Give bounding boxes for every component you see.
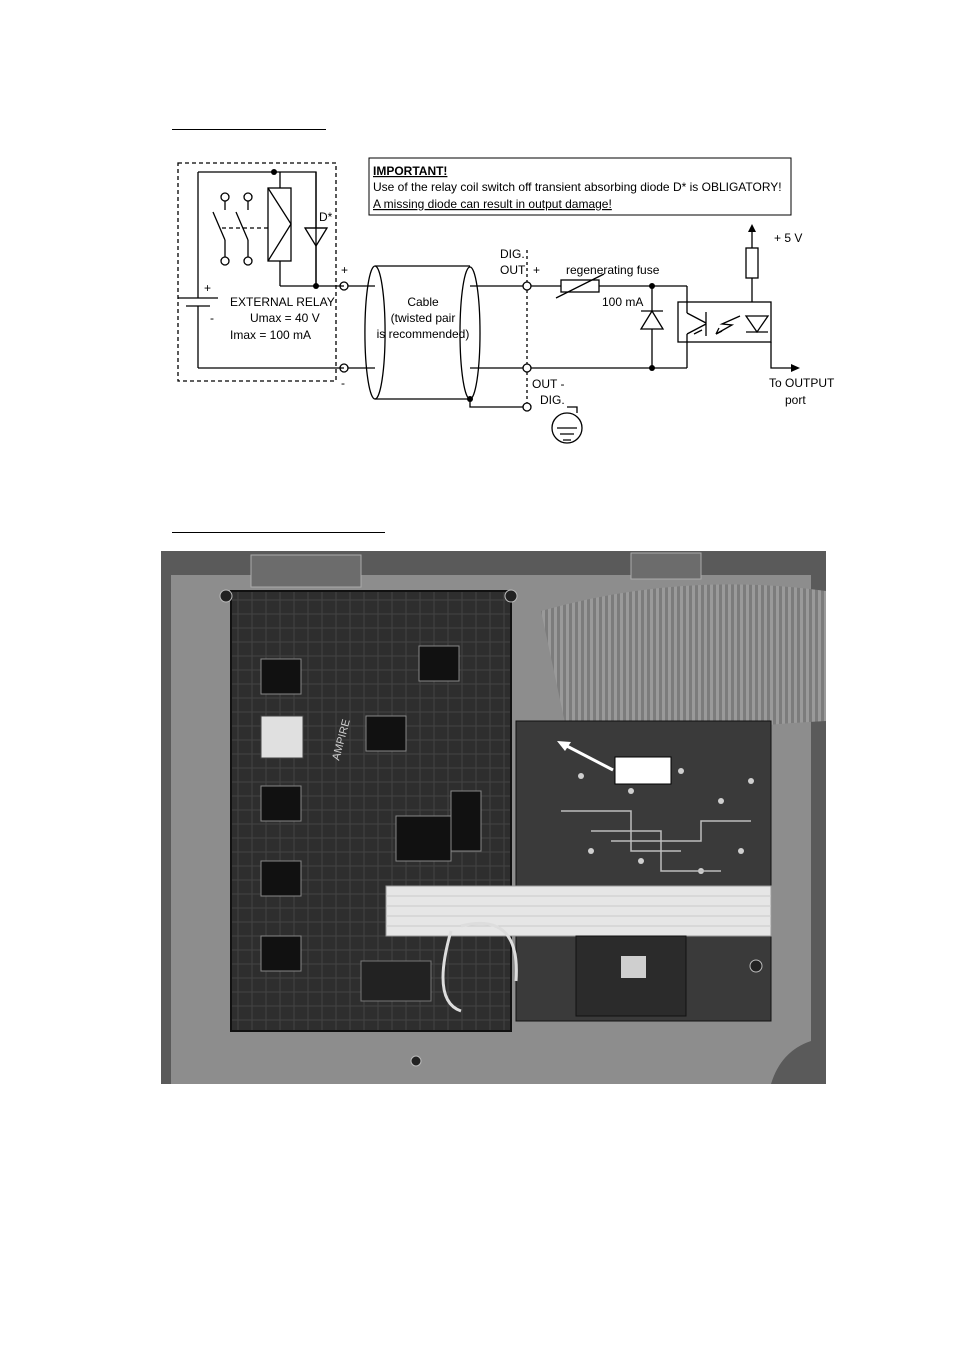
chip-3 xyxy=(365,715,407,752)
chip-6 xyxy=(260,935,302,972)
wire-loop xyxy=(441,921,518,1013)
diode-label: D* xyxy=(319,210,333,224)
dig-top-label: DIG. xyxy=(500,247,525,261)
battery-minus: - xyxy=(210,311,214,325)
callout-box xyxy=(614,756,672,785)
ground-symbol xyxy=(551,412,583,444)
important-title: IMPORTANT! xyxy=(373,164,447,178)
flat-cable xyxy=(385,885,772,937)
relay-coil xyxy=(267,187,292,262)
relay-dashed-box xyxy=(177,162,337,382)
important-box xyxy=(368,157,792,216)
important-line2: A missing diode can result in output dam… xyxy=(373,197,612,211)
to-output-line2: port xyxy=(785,393,806,407)
ribbon-cable xyxy=(541,584,826,751)
vcc-label: + 5 V xyxy=(774,231,802,245)
optocoupler xyxy=(677,301,772,343)
cable-line3: is recommended) xyxy=(377,327,470,341)
circuit-board-photo: AMPIRE xyxy=(161,551,826,1084)
plus-label-left: + xyxy=(341,263,348,277)
dig-bottom-label: DIG. xyxy=(540,393,565,407)
cable-line1: Cable xyxy=(407,295,439,309)
chip-1 xyxy=(260,658,302,695)
imax-label: Imax = 100 mA xyxy=(230,328,311,342)
minus-label-left: - xyxy=(341,376,345,390)
relay-title: EXTERNAL RELAY xyxy=(230,295,335,309)
umax-label: Umax = 40 V xyxy=(250,311,320,325)
chip-7 xyxy=(395,815,452,862)
chip-8 xyxy=(450,790,482,852)
plus-label-right: + xyxy=(533,263,540,277)
section-rule-top xyxy=(172,129,326,130)
to-output-line1: To OUTPUT xyxy=(769,376,835,390)
pullup-resistor xyxy=(745,247,759,279)
section-rule-middle xyxy=(172,532,385,533)
chip-5 xyxy=(260,860,302,897)
fuse-current: 100 mA xyxy=(602,295,643,309)
important-line1: Use of the relay coil switch off transie… xyxy=(373,180,782,194)
cable-line2: (twisted pair xyxy=(391,311,456,325)
fuse-label: regenerating fuse xyxy=(566,263,660,277)
label-sticker xyxy=(260,715,304,759)
relay-wiring-schematic: IMPORTANT! Use of the relay coil switch … xyxy=(177,157,835,444)
battery-plus: + xyxy=(204,281,211,295)
chip-4 xyxy=(260,785,302,822)
connector-block xyxy=(360,960,432,1002)
regenerating-fuse xyxy=(560,279,600,293)
out-bottom-label: OUT - xyxy=(532,377,564,391)
chip-2 xyxy=(418,645,460,682)
out-top-label: OUT xyxy=(500,263,526,277)
